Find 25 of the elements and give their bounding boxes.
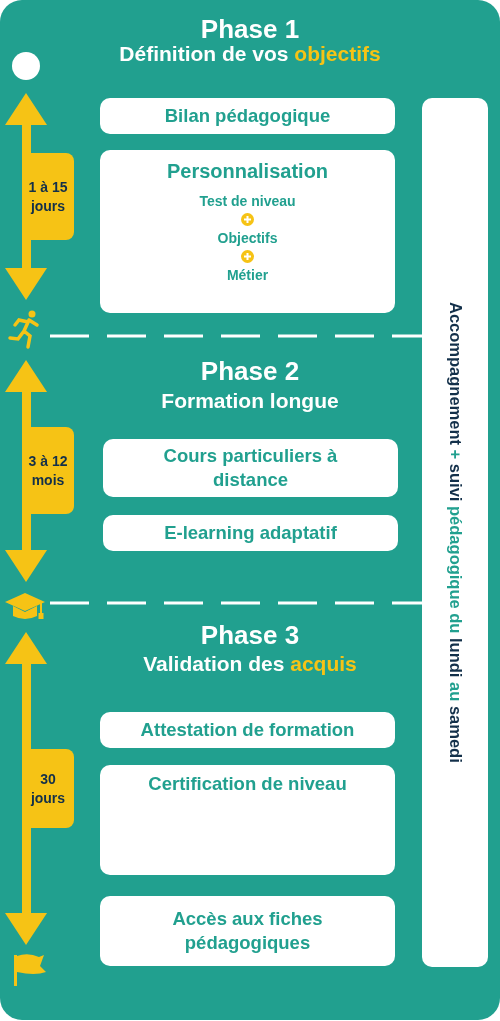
step-item: Objectifs — [217, 229, 278, 248]
support-text: Accompagnement + suivi pédagogique du lundi au samedi — [445, 302, 466, 763]
support-panel — [422, 98, 488, 967]
step-title: Accès aux fiches pédagogiques — [171, 906, 324, 955]
step-item: Test de niveau — [199, 192, 296, 211]
step-box — [100, 98, 395, 134]
step-title: Cours particuliers à distance — [162, 443, 339, 492]
phase-heading: Phase 1 — [199, 14, 301, 45]
phase-heading: Validation des acquis — [142, 652, 358, 676]
phase-heading: Définition de vos objectifs — [118, 42, 382, 66]
step-title: Personnalisation — [166, 159, 329, 184]
step-title: Certification de niveau — [148, 772, 347, 796]
step-title: Attestation de formation — [140, 717, 355, 742]
step-box — [103, 439, 398, 497]
phase-heading: Phase 2 — [199, 356, 301, 387]
step-box — [100, 765, 395, 875]
step-title: Bilan pédagogique — [164, 103, 331, 128]
step-box — [100, 896, 395, 966]
phase-heading: Phase 3 — [199, 620, 301, 651]
step-title: E-learning adaptatif — [164, 520, 337, 545]
step-box — [103, 515, 398, 551]
phase-heading: Formation longue — [160, 389, 340, 413]
step-box — [100, 712, 395, 748]
step-item: Métier — [226, 266, 269, 285]
step-box — [100, 150, 395, 313]
